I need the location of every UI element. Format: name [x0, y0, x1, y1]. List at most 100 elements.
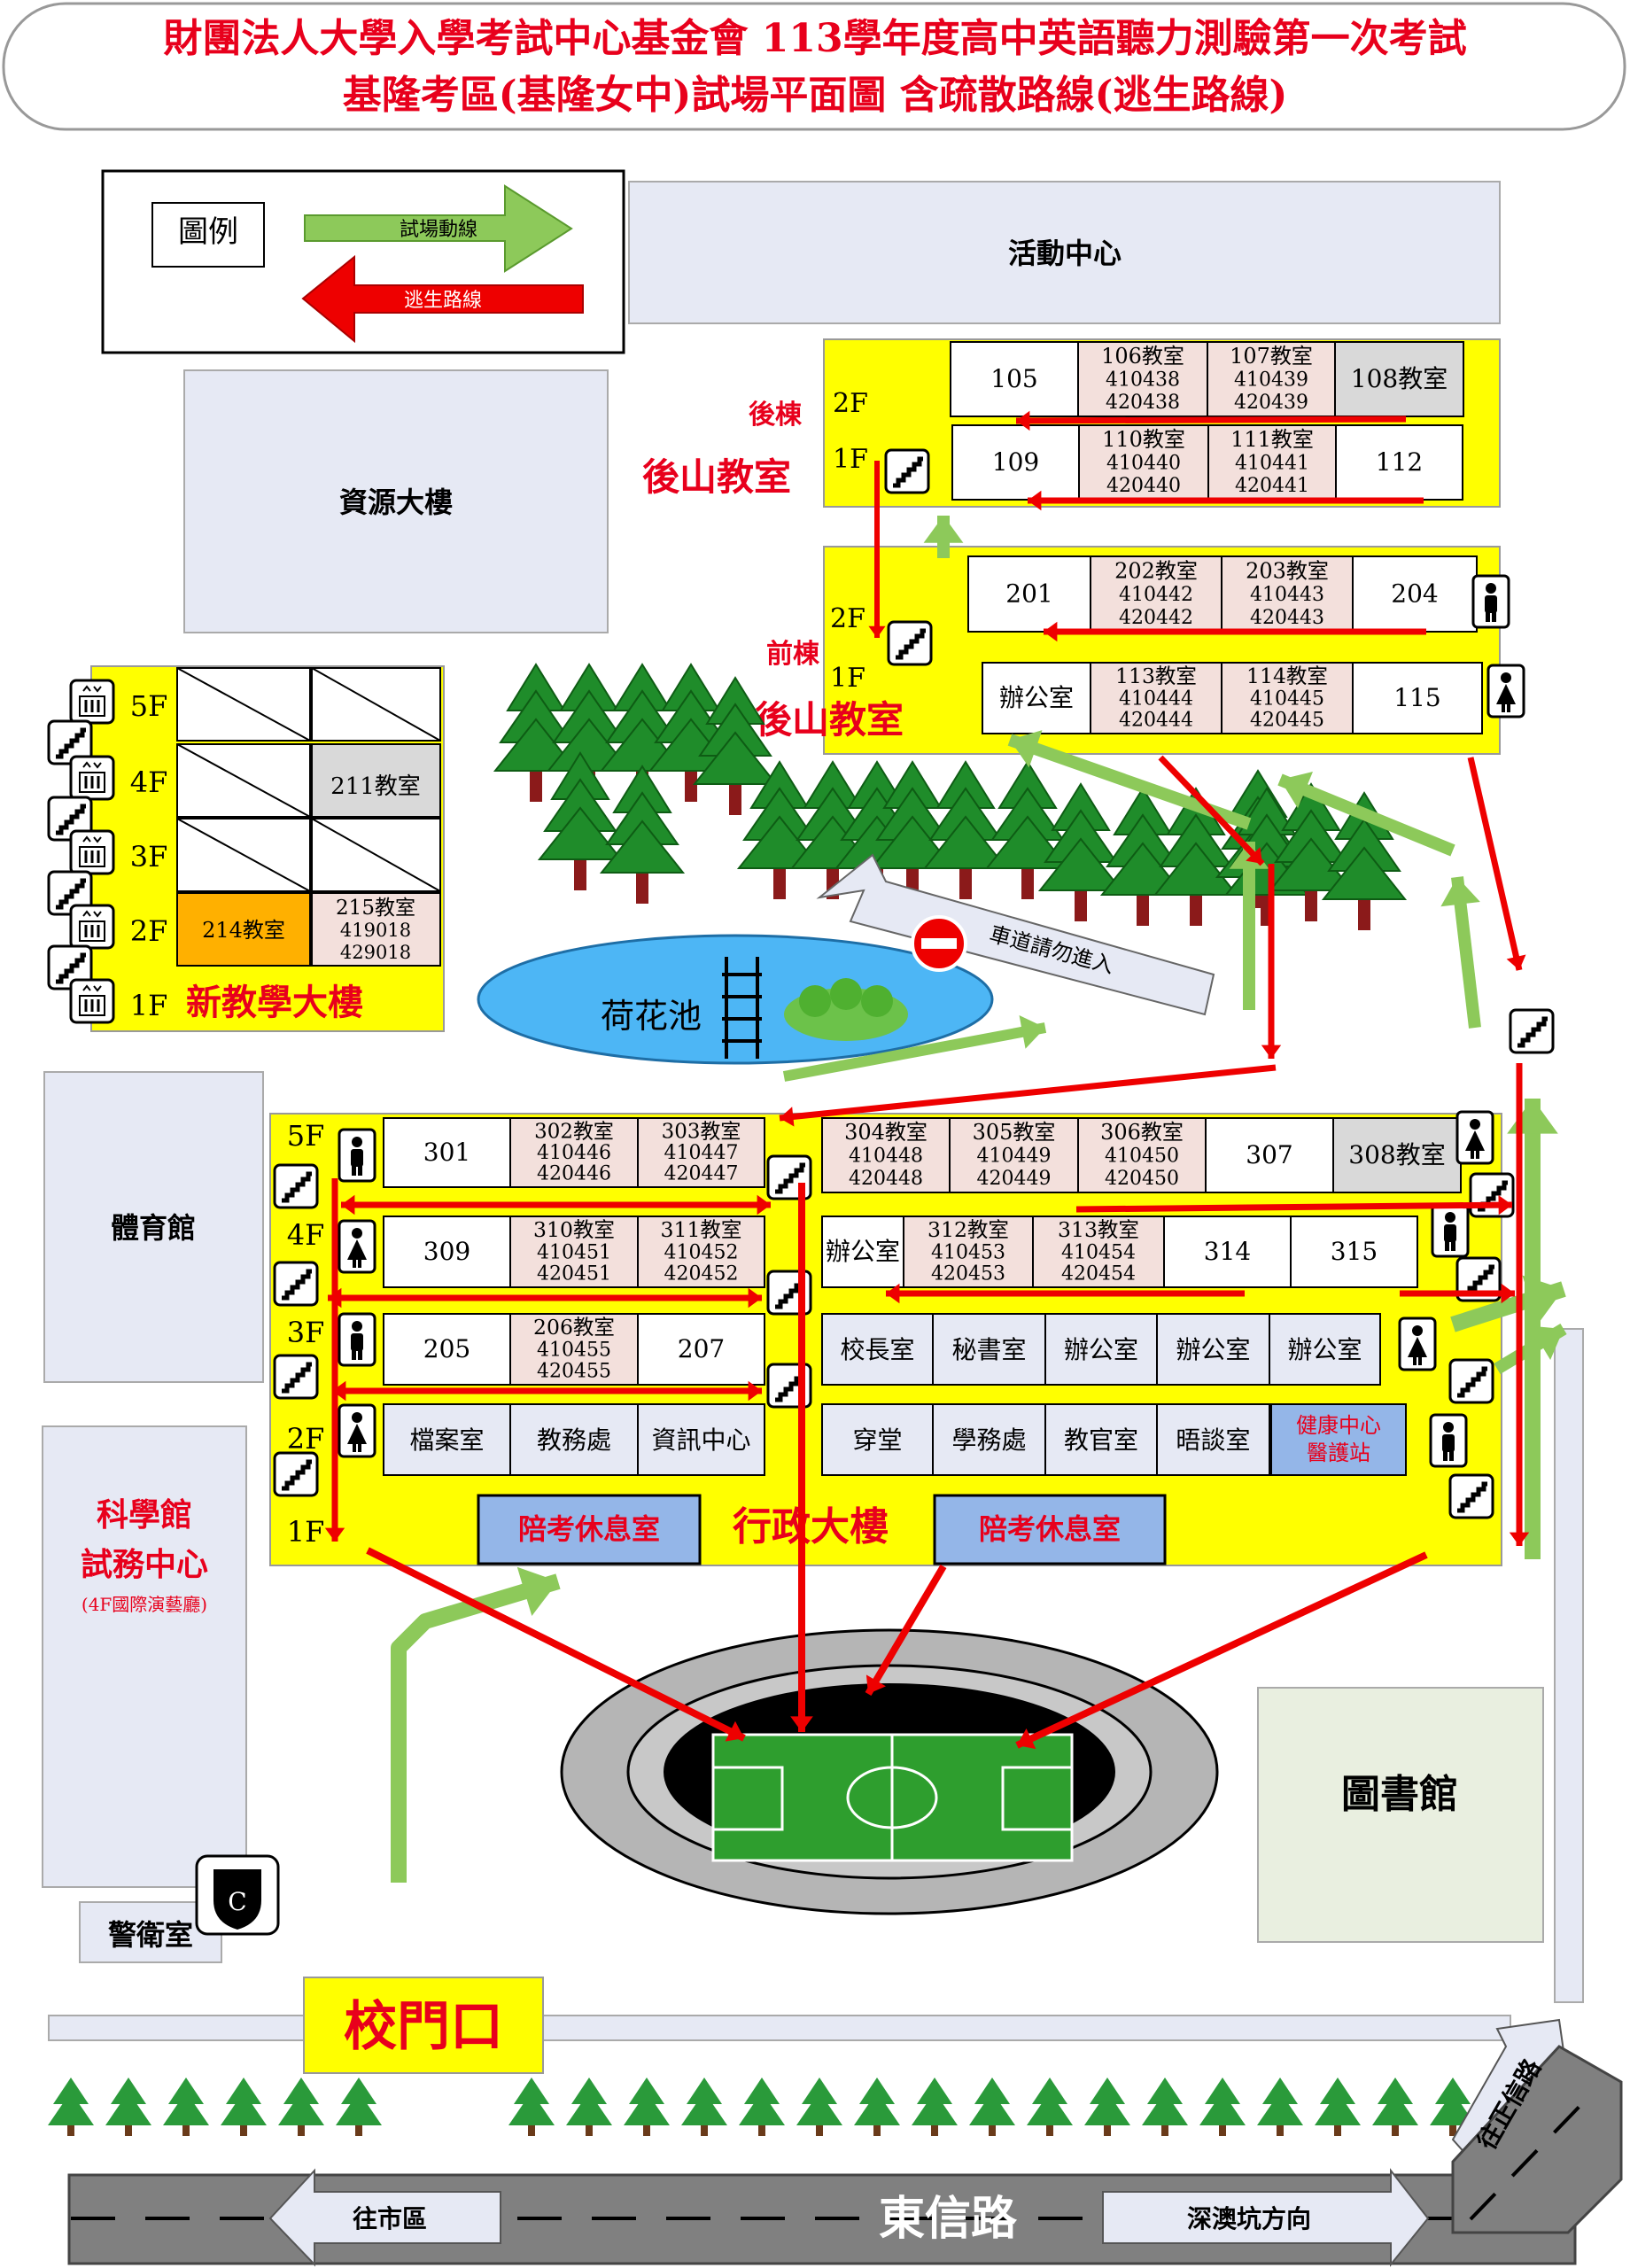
candidate-number: 410448 — [849, 1146, 923, 1168]
escape-route — [779, 1064, 1277, 1122]
floor-label: 1F — [130, 989, 168, 1022]
candidate-number: 410438 — [1106, 369, 1180, 392]
room-name: 314 — [1204, 1237, 1251, 1266]
room-name: 113教室 — [1115, 664, 1197, 688]
rest-room-right — [933, 1494, 1167, 1565]
back-block-1f: 1F — [833, 444, 868, 475]
exam-route-head — [516, 1566, 558, 1616]
candidate-number: 420450 — [1105, 1168, 1179, 1190]
gym-label: 體育館 — [111, 1211, 196, 1245]
room-name: 資訊中心 — [651, 1425, 750, 1455]
escape-route-head — [886, 1283, 900, 1304]
candidate-number: 410450 — [1105, 1146, 1179, 1168]
candidate-number: 410446 — [537, 1142, 611, 1164]
room-cell: 辦公室 — [821, 1216, 904, 1288]
floor-label: 2F — [287, 1422, 325, 1456]
escape-route-head — [332, 1380, 346, 1402]
rear-building-label: 後棟 — [749, 400, 803, 431]
escape-route — [1075, 1201, 1513, 1213]
exam-route-head — [1019, 1014, 1045, 1049]
exam-route-head — [1507, 1099, 1558, 1134]
room-name: 校長室 — [840, 1335, 914, 1364]
candidate-number: 420448 — [849, 1168, 923, 1190]
room-name: 106教室 — [1101, 344, 1184, 369]
escape-route — [1467, 757, 1523, 971]
exam-route-head — [1522, 1275, 1564, 1324]
escape-route — [366, 1547, 746, 1742]
room-cell: 308教室 — [1332, 1117, 1462, 1193]
to-city-arrow — [268, 2168, 501, 2267]
room-name: 晤談室 — [1176, 1425, 1250, 1455]
admin-rooms: 301302教室410446420446303教室410447420447304… — [383, 1117, 1462, 1476]
houshan-label-a: 後山教室 — [642, 455, 791, 499]
candidate-number: 410441 — [1235, 453, 1309, 475]
escape-route-head — [868, 625, 886, 638]
room-cell: 109 — [951, 424, 1080, 501]
exam-route-head — [1440, 877, 1480, 907]
candidate-number: 410451 — [537, 1241, 611, 1263]
floor-label: 5F — [287, 1119, 325, 1153]
candidate-number: 410455 — [537, 1339, 611, 1361]
to-shenao-arrow — [1102, 2168, 1430, 2267]
escape-route-head — [1028, 490, 1042, 511]
legend-green-arrow — [304, 184, 573, 273]
room-cell: 204 — [1352, 555, 1478, 633]
room-cell: 201 — [967, 555, 1091, 633]
candidate-number: 410452 — [664, 1241, 739, 1263]
room-name: 辦公室 — [1064, 1335, 1138, 1364]
room-name: 309 — [423, 1237, 470, 1266]
rest-room-left-label: 陪考休息室 — [518, 1512, 660, 1546]
legend-green-label: 試場動線 — [400, 219, 477, 241]
gym — [43, 1071, 264, 1383]
mens-restroom-icon — [1471, 574, 1510, 629]
road-name: 東信路 — [879, 2193, 1018, 2246]
health-center-label: 健康中心 — [1296, 1413, 1381, 1438]
front-block-2f: 2F — [830, 603, 865, 634]
room-name: 214教室 — [202, 918, 285, 943]
room-cell: 115 — [1352, 662, 1483, 734]
escape-route-head — [865, 1674, 886, 1694]
escape-route-head — [725, 1720, 744, 1742]
escape-route-head — [341, 1194, 355, 1216]
room-name: 308教室 — [1348, 1140, 1445, 1169]
activity-center-label: 活動中心 — [1008, 237, 1122, 270]
exam-route-head — [1530, 1325, 1564, 1361]
room-name: 201 — [1005, 579, 1052, 609]
escape-routes — [324, 410, 1530, 1750]
school-gate — [303, 1977, 544, 2074]
floor-label: 3F — [130, 840, 168, 874]
room-name: 學務處 — [951, 1425, 1026, 1455]
candidate-number: 410445 — [1250, 687, 1324, 710]
room-name: 205 — [423, 1334, 470, 1363]
library — [1257, 1687, 1544, 1943]
room-name: 302教室 — [534, 1120, 614, 1143]
room-name: 112 — [1376, 447, 1423, 477]
escape-route-head — [1016, 410, 1030, 431]
candidate-number: 420442 — [1119, 607, 1193, 629]
exam-office-label: 試務中心 — [81, 1547, 208, 1583]
hedge-trees — [48, 2078, 1591, 2136]
candidate-number: 410439 — [1234, 369, 1308, 392]
admin-building-label: 行政大樓 — [733, 1504, 889, 1550]
room-name: 穿堂 — [852, 1425, 902, 1455]
exam-route — [391, 1573, 561, 1883]
legend-red-arrow — [301, 254, 584, 344]
back-block-floor-2: 105106教室410438420438107教室410439420439108… — [950, 341, 1464, 417]
back-block-2f: 2F — [833, 388, 868, 419]
escape-route-head — [790, 1716, 813, 1732]
candidate-number: 410447 — [664, 1142, 739, 1164]
exam-route — [1277, 773, 1455, 857]
candidate-number: 420446 — [537, 1163, 611, 1185]
escape-route-head — [780, 1107, 795, 1127]
activity-center — [628, 181, 1501, 324]
exam-route — [782, 1022, 1047, 1082]
room-name: 303教室 — [662, 1120, 741, 1143]
